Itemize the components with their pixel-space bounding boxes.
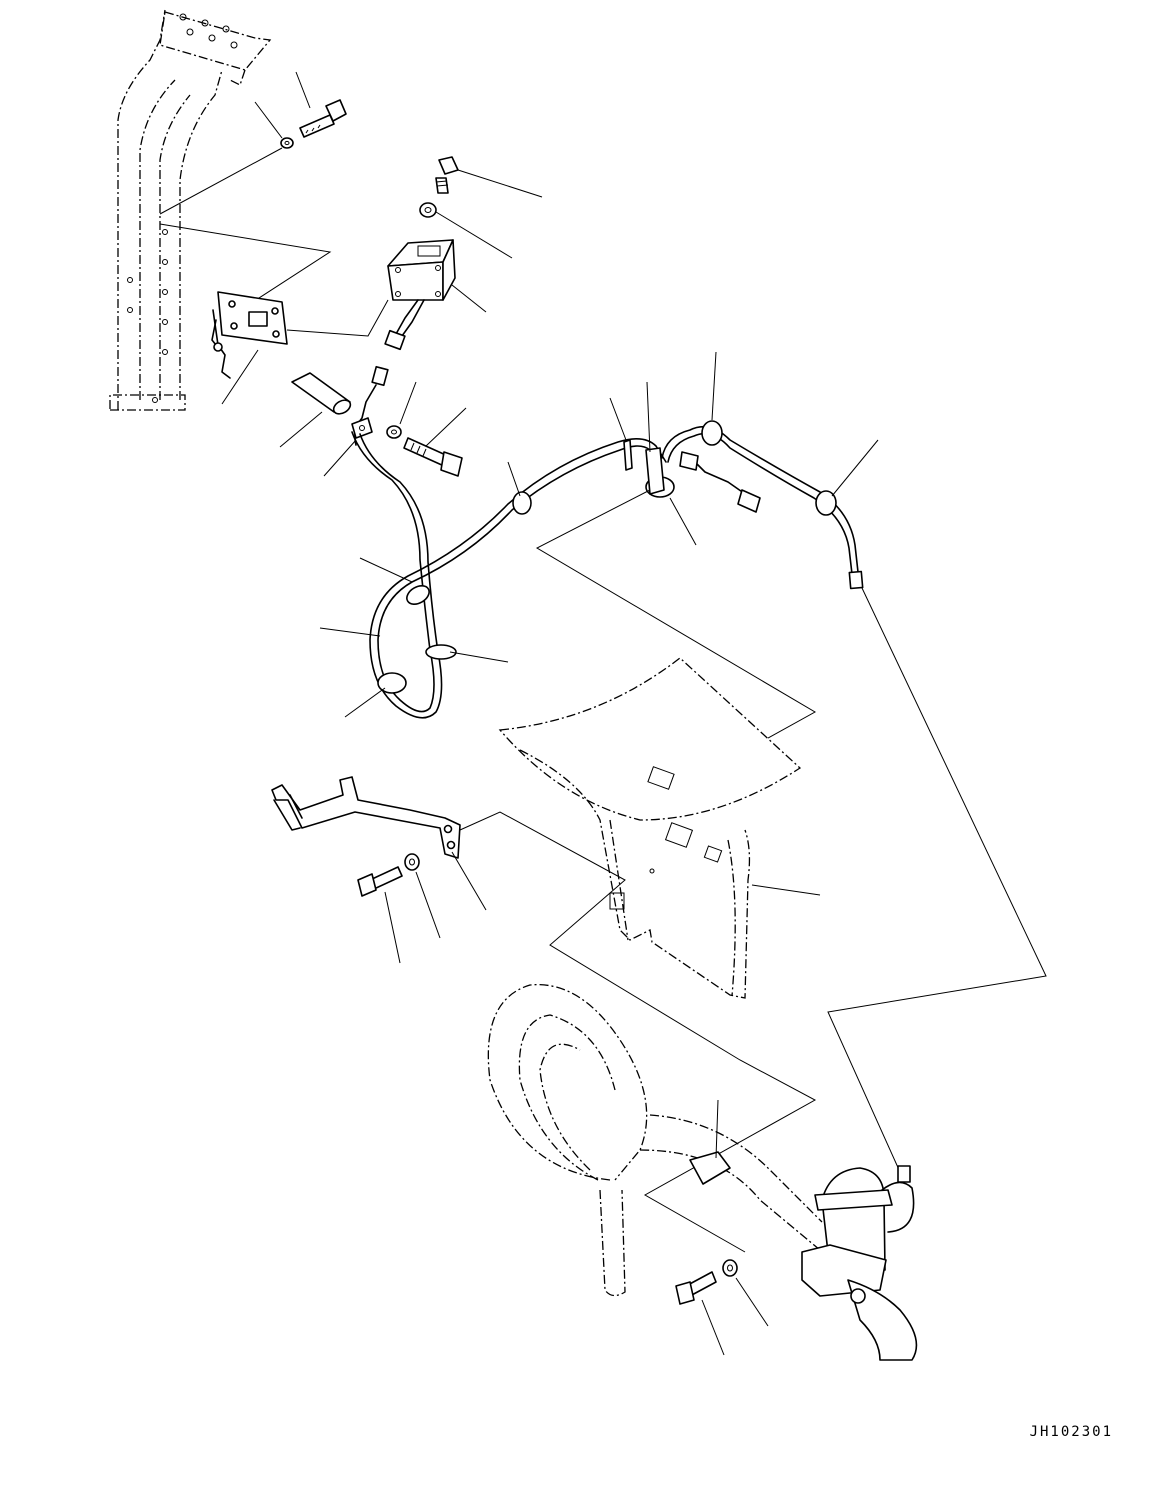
bolt-3	[403, 437, 463, 477]
spacer-tube	[291, 372, 352, 415]
wire-harness	[351, 420, 864, 719]
washer-2	[419, 202, 437, 218]
bolt-1	[299, 99, 347, 138]
floor-cover	[498, 657, 802, 999]
harness-connector	[351, 365, 389, 446]
bolt-5	[675, 1271, 717, 1305]
mount-bracket	[271, 776, 461, 859]
frame-pillar	[109, 9, 272, 411]
washer-5	[722, 1259, 738, 1277]
bolt-2	[435, 156, 459, 194]
switch-bracket	[211, 291, 288, 379]
drawing-code: JH102301	[1029, 1424, 1113, 1440]
pump-assembly	[801, 1165, 918, 1361]
hose-clamp	[689, 1151, 731, 1185]
washer-1	[280, 137, 294, 149]
control-box	[384, 239, 456, 351]
washer-4	[404, 853, 420, 871]
washer-3	[386, 425, 402, 439]
hose-coil	[487, 983, 823, 1297]
bolt-4	[357, 866, 403, 897]
